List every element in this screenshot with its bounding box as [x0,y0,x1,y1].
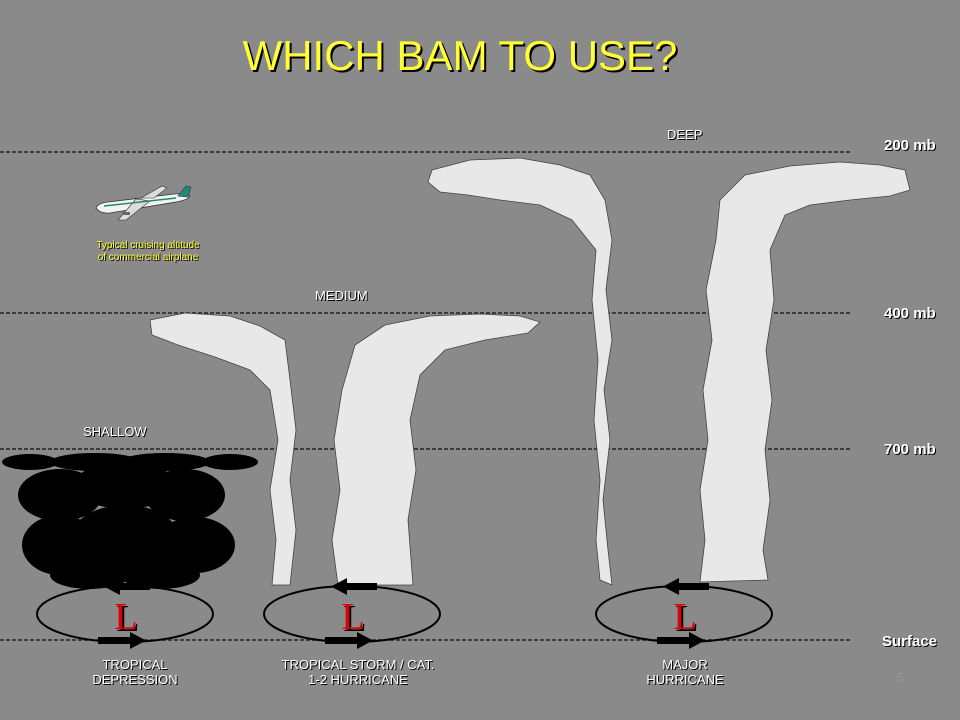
system-caption-major: MAJOR HURRICANE [605,657,765,687]
shallow-cloud [2,453,258,589]
low-symbol-depression: L [114,596,138,638]
deep-cloud-left-column [427,157,613,586]
arrows-major [657,578,709,649]
level-label-400mb: 400 mb [884,305,936,322]
system-caption-storm: TROPICAL STORM / CAT. 1-2 HURRICANE [248,657,468,687]
system-caption-line1: TROPICAL STORM / CAT. [281,657,435,672]
airplane-icon [95,185,192,221]
system-caption-line2: HURRICANE [646,672,724,687]
low-symbol-major: L [673,596,697,638]
level-label-200mb: 200 mb [884,137,936,154]
arrows-depression [98,578,150,649]
flow-arrows [98,578,709,649]
band-label-medium: MEDIUM [315,288,368,303]
arrows-storm [325,578,377,649]
system-caption-line2: 1-2 HURRICANE [308,672,408,687]
airplane-caption: Typical cruising altitude of commercial … [68,240,228,264]
page-title: WHICH BAM TO USE? [242,32,678,79]
medium-cloud-right-column [331,313,541,586]
page-number: 5 [896,670,904,685]
medium-cloud [149,312,541,586]
system-caption-depression: TROPICAL DEPRESSION [55,657,215,687]
medium-cloud-left-column [149,312,297,586]
deep-cloud [427,157,911,586]
low-symbol-storm: L [341,596,365,638]
airplane-caption-line1: Typical cruising altitude [96,240,200,251]
airplane-caption-line2: of commercial airplane [97,252,199,263]
level-label-surface: Surface [882,633,938,650]
level-label-700mb: 700 mb [884,441,936,458]
deep-cloud-right-column [699,161,911,583]
system-caption-line1: MAJOR [662,657,708,672]
system-caption-line2: DEPRESSION [92,672,178,687]
low-circulations [36,585,773,643]
band-label-shallow: SHALLOW [83,424,147,439]
system-caption-line1: TROPICAL [102,657,168,672]
band-label-deep: DEEP [667,127,703,142]
